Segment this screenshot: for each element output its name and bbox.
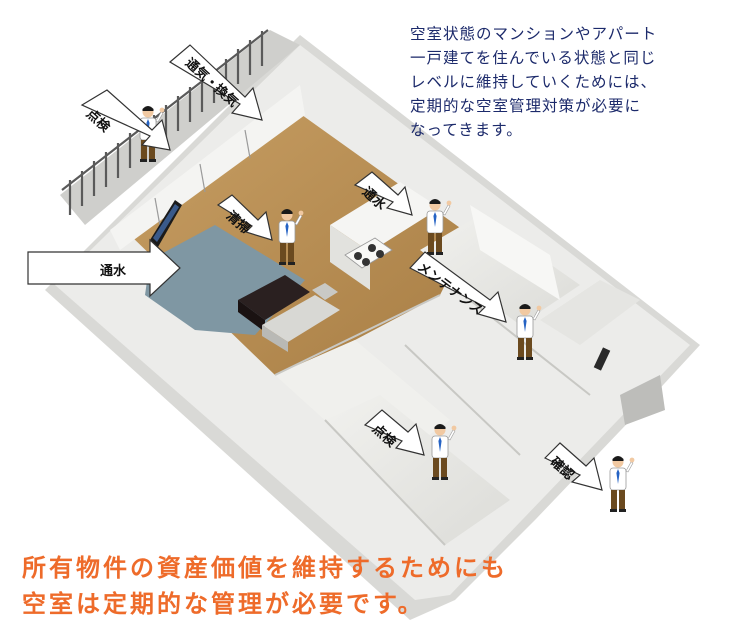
kitchen-counter — [330, 182, 440, 252]
arrow-ventilation — [168, 44, 263, 121]
intro-line: 一戸建てを住んでいる状態と同じ — [410, 49, 657, 67]
intro-line: 空室状態のマンションやアパート — [410, 25, 658, 43]
sofa-icon — [262, 283, 340, 352]
intro-line: なってきます。 — [410, 121, 523, 139]
arrow-inspect-top — [80, 89, 171, 151]
arrow-maintenance — [409, 251, 507, 323]
balcony — [60, 30, 300, 225]
staff-icon-entrance — [609, 455, 635, 513]
bathroom-floor — [420, 215, 580, 325]
arrow-cleaning — [216, 194, 273, 241]
intro-paragraph: 空室状態のマンションやアパート 一戸建てを住んでいる状態と同じ レベルに維持して… — [410, 22, 710, 142]
faucet — [593, 347, 611, 371]
headline-line: 空室は定期的な管理が必要です。 — [22, 590, 425, 618]
arrow-inspect-bottom — [363, 409, 425, 456]
bathroom-wall — [470, 205, 560, 300]
label-water-left: 通水 — [100, 264, 127, 279]
intro-line: レベルに維持していくためには、 — [410, 73, 658, 91]
window-frames — [154, 129, 251, 227]
doorstep — [620, 375, 665, 425]
tv-icon — [150, 200, 182, 247]
stove-icon — [344, 237, 393, 269]
arrow-water-kitchen — [353, 171, 413, 216]
bedroom-floor — [325, 395, 510, 545]
headline-line: 所有物件の資産価値を維持するためにも — [22, 554, 508, 582]
arrow-confirm — [543, 442, 603, 491]
window-wall — [110, 85, 305, 250]
intro-line: 定期的な空室管理対策が必要に — [410, 97, 642, 115]
coffee-table — [238, 275, 310, 320]
headline: 所有物件の資産価値を維持するためにも 空室は定期的な管理が必要です。 — [22, 550, 508, 622]
laundry-area — [540, 280, 640, 345]
arrow-water-left — [27, 238, 181, 298]
